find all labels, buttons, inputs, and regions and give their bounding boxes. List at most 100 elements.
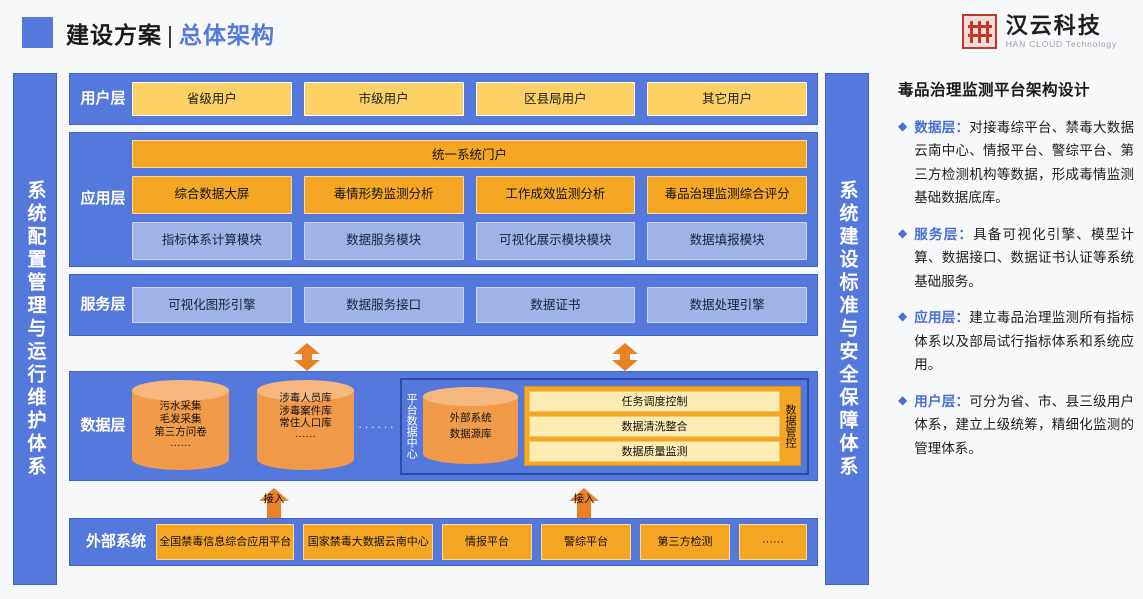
application-layer-body: 统一系统门户 综合数据大屏 毒情形势监测分析 工作成效监测分析 毒品治理监测综合… [130, 133, 817, 267]
database-cylinder-external-source-label: 外部系统 数据源库 [449, 412, 492, 440]
company-logo: 汉云科技 HAN CLOUD Technology [961, 14, 1117, 49]
platform-data-center: 平台数据中心 外部系统 数据源库 任务调度控制 数据清洗整合 数据质量监测 [399, 377, 809, 475]
data-governance-items: 任务调度控制 数据清洗整合 数据质量监测 [529, 390, 780, 462]
external-systems-layer: 外部系统 全国禁毒信息综合应用平台 国家禁毒大数据云南中心 情报平台 警综平台 … [69, 518, 818, 566]
app-box-data-reporting-module[interactable]: 数据填报模块 [647, 221, 807, 260]
app-box-indicator-calc-module[interactable]: 指标体系计算模块 [132, 221, 292, 260]
user-layer-body: 省级用户 市级用户 区县局用户 其它用户 [130, 75, 817, 123]
right-pillar: 系统建设标准与安全保障体系 [825, 73, 869, 585]
database-cylinder-external-source[interactable]: 外部系统 数据源库 [423, 387, 519, 465]
page-title-separator: | [167, 22, 174, 48]
service-layer-body: 可视化图形引擎 数据服务接口 数据证书 数据处理引擎 [130, 280, 817, 330]
governance-item-quality-monitoring[interactable]: 数据质量监测 [529, 440, 780, 462]
diamond-bullet-icon: ◆ [898, 225, 908, 240]
note-key-application-layer: 应用层： [914, 310, 970, 326]
cylinder-top [132, 380, 229, 401]
notes-title: 毒品治理监测平台架构设计 [898, 82, 1091, 99]
note-key-service-layer: 服务层： [914, 226, 974, 242]
access-arrow-label-left: 接入 [263, 493, 285, 505]
database-cylinder-registry[interactable]: 涉毒人员库 涉毒案件库 常住人口库 ······ [257, 380, 354, 472]
data-layer-label: 数据层 [80, 416, 126, 434]
logo-name-en: HAN CLOUD Technology [1005, 38, 1117, 49]
architecture-diagram: 系统配置管理与运行维护体系 系统建设标准与安全保障体系 用户层 省级用户 市级用… [13, 73, 882, 585]
database-cylinder-registry-label: 涉毒人员库 涉毒案件库 常住人口库 ······ [279, 392, 332, 442]
bidirectional-arrow-icon-right [612, 343, 638, 371]
layer-stack: 用户层 省级用户 市级用户 区县局用户 其它用户 应用层 统一系统门户 综合数据… [69, 73, 818, 566]
access-arrow-label-right: 接入 [573, 493, 595, 505]
right-pillar-label: 系统建设标准与安全保障体系 [836, 179, 858, 479]
page-title-main: 建设方案 [66, 22, 162, 48]
diamond-bullet-icon: ◆ [898, 392, 908, 407]
access-arrow-icon-right: 接入 [569, 488, 599, 518]
service-box-data-certificate[interactable]: 数据证书 [475, 287, 636, 323]
bidirectional-arrow-icon-left [294, 343, 320, 371]
service-data-connector-strip [69, 343, 818, 371]
external-box-national-platform[interactable]: 全国禁毒信息综合应用平台 [156, 524, 295, 560]
diamond-bullet-icon: ◆ [898, 309, 908, 324]
user-layer-row: 省级用户 市级用户 区县局用户 其它用户 [132, 82, 807, 116]
user-box-city[interactable]: 市级用户 [303, 82, 464, 116]
left-pillar: 系统配置管理与运行维护体系 [13, 73, 57, 585]
diamond-bullet-icon: ◆ [898, 119, 908, 133]
notes-panel: 毒品治理监测平台架构设计 ◆ 数据层：对接毒综平台、禁毒大数据云南中心、情报平台… [898, 78, 1134, 473]
page-title-sub: 总体架构 [178, 22, 275, 48]
data-layer: 数据层 污水采集 毛发采集 第三方问卷 ······ 涉毒人员库 涉毒案件库 常… [69, 371, 818, 481]
app-box-effectiveness-analysis[interactable]: 工作成效监测分析 [475, 175, 636, 214]
database-cylinder-collection[interactable]: 污水采集 毛发采集 第三方问卷 ······ [132, 380, 229, 472]
note-item-user-layer: ◆ 用户层：可分为省、市、县三级用户体系，建立上级统筹，精细化监测的管理体系。 [898, 390, 1134, 460]
app-box-visualization-module[interactable]: 可视化展示模块模块 [475, 221, 636, 260]
governance-item-data-cleaning[interactable]: 数据清洗整合 [529, 415, 780, 437]
service-layer-label: 服务层 [80, 295, 126, 313]
user-box-district[interactable]: 区县局用户 [475, 82, 636, 116]
external-box-intelligence-platform[interactable]: 情报平台 [442, 524, 532, 560]
access-connector-strip: 接入 接入 [69, 488, 818, 518]
note-body-data-layer: 对接毒综平台、禁毒大数据云南中心、情报平台、警综平台、第三方检测机构等数据，形成… [914, 120, 1135, 206]
data-governance-panel: 任务调度控制 数据清洗整合 数据质量监测 数据管控 [524, 386, 801, 466]
external-box-bigdata-center[interactable]: 国家禁毒大数据云南中心 [303, 524, 433, 560]
page-header: 建设方案|总体架构 汉云科技 HAN CLOUD Technology [0, 0, 1143, 66]
cylinder-body [132, 390, 229, 470]
app-box-situation-analysis[interactable]: 毒情形势监测分析 [303, 175, 464, 214]
header-accent-square [22, 17, 53, 48]
data-layer-body: 污水采集 毛发采集 第三方问卷 ······ 涉毒人员库 涉毒案件库 常住人口库… [130, 372, 817, 480]
note-item-data-layer: ◆ 数据层：对接毒综平台、禁毒大数据云南中心、情报平台、警综平台、第三方检测机构… [898, 116, 1134, 210]
external-box-police-platform[interactable]: 警综平台 [541, 524, 631, 560]
external-box-more[interactable]: ······ [739, 524, 807, 560]
unified-portal-bar[interactable]: 统一系统门户 [132, 139, 807, 168]
service-layer: 服务层 可视化图形引擎 数据服务接口 数据证书 数据处理引擎 [69, 274, 818, 336]
app-box-data-screen[interactable]: 综合数据大屏 [132, 175, 292, 214]
governance-item-task-scheduling[interactable]: 任务调度控制 [529, 390, 780, 412]
external-systems-label: 外部系统 [85, 532, 146, 550]
seal-icon [961, 14, 997, 49]
application-row-1: 综合数据大屏 毒情形势监测分析 工作成效监测分析 毒品治理监测综合评分 [132, 175, 807, 214]
cylinder-body [257, 390, 354, 470]
note-key-user-layer: 用户层： [914, 393, 970, 409]
cylinder-body [423, 396, 519, 464]
logo-text-block: 汉云科技 HAN CLOUD Technology [1006, 14, 1117, 48]
app-box-data-service-module[interactable]: 数据服务模块 [303, 221, 464, 260]
service-box-graphics-engine[interactable]: 可视化图形引擎 [132, 287, 292, 323]
note-key-data-layer: 数据层： [914, 120, 970, 135]
data-layer-content: 污水采集 毛发采集 第三方问卷 ······ 涉毒人员库 涉毒案件库 常住人口库… [132, 377, 809, 475]
service-box-data-processing-engine[interactable]: 数据处理引擎 [647, 287, 807, 323]
note-item-application-layer: ◆ 应用层：建立毒品治理监测所有指标体系以及部局试行指标体系和系统应用。 [898, 306, 1134, 376]
user-layer-label: 用户层 [80, 89, 126, 107]
note-text-application-layer: 应用层：建立毒品治理监测所有指标体系以及部局试行指标体系和系统应用。 [914, 306, 1134, 376]
user-box-other[interactable]: 其它用户 [647, 82, 807, 116]
app-box-comprehensive-score[interactable]: 毒品治理监测综合评分 [647, 175, 807, 214]
user-box-province[interactable]: 省级用户 [132, 82, 292, 116]
note-body-application-layer: 建立毒品治理监测所有指标体系以及部局试行指标体系和系统应用。 [914, 310, 1135, 373]
data-layer-ellipsis: ······ [358, 418, 396, 434]
database-cylinder-collection-label: 污水采集 毛发采集 第三方问卷 ······ [154, 400, 207, 452]
logo-name-cn: 汉云科技 [1005, 13, 1102, 39]
external-box-third-party-testing[interactable]: 第三方检测 [640, 524, 730, 560]
note-body-service-layer: 具备可视化引擎、模型计算、数据接口、数据证书认证等系统基础服务。 [914, 226, 1135, 289]
service-box-data-api[interactable]: 数据服务接口 [303, 287, 464, 323]
external-systems-row: 全国禁毒信息综合应用平台 国家禁毒大数据云南中心 情报平台 警综平台 第三方检测… [156, 524, 807, 560]
note-body-user-layer: 可分为省、市、县三级用户体系，建立上级统筹，精细化监测的管理体系。 [914, 393, 1135, 456]
cylinder-top [257, 380, 354, 401]
service-layer-row: 可视化图形引擎 数据服务接口 数据证书 数据处理引擎 [132, 287, 807, 323]
note-text-user-layer: 用户层：可分为省、市、县三级用户体系，建立上级统筹，精细化监测的管理体系。 [914, 390, 1134, 460]
note-text-data-layer: 数据层：对接毒综平台、禁毒大数据云南中心、情报平台、警综平台、第三方检测机构等数… [914, 116, 1134, 210]
application-row-2: 指标体系计算模块 数据服务模块 可视化展示模块模块 数据填报模块 [132, 221, 807, 260]
